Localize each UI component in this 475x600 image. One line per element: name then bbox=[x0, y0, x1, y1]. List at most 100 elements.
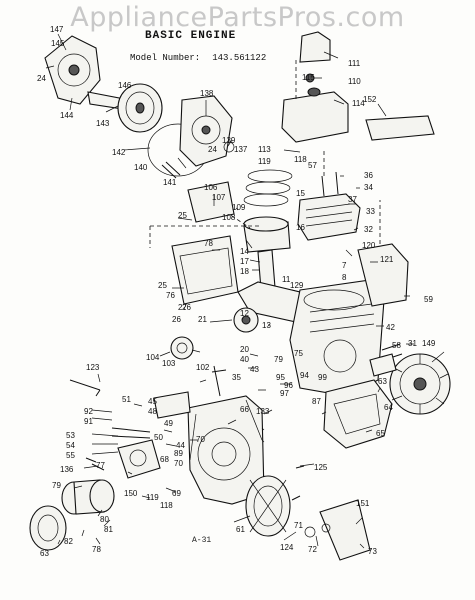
callout: 149 bbox=[422, 339, 436, 348]
callout: 66 bbox=[240, 405, 249, 414]
callout: 55 bbox=[66, 451, 75, 460]
callout: 108 bbox=[222, 213, 236, 222]
blower-housing bbox=[187, 395, 265, 505]
callout: 8 bbox=[342, 273, 347, 282]
callout: 97 bbox=[280, 389, 289, 398]
callout: 40 bbox=[240, 355, 249, 364]
callout: 121 bbox=[380, 255, 394, 264]
watermark: AppliancePartsPros.com bbox=[70, 2, 405, 33]
callout: 145 bbox=[51, 39, 65, 48]
callout: 57 bbox=[308, 161, 317, 170]
callout: 63 bbox=[378, 377, 387, 386]
callout: 77 bbox=[96, 461, 105, 470]
callout: 58 bbox=[392, 341, 401, 350]
callout: 146 bbox=[118, 81, 132, 90]
callout: 18 bbox=[240, 267, 249, 276]
fuel-tank-assembly bbox=[281, 31, 435, 143]
callout: 35 bbox=[232, 373, 241, 382]
callout: 26 bbox=[182, 303, 191, 312]
callout: 139 bbox=[222, 136, 236, 145]
callout: 59 bbox=[424, 295, 433, 304]
callout: 124 bbox=[280, 543, 294, 552]
callout: 141 bbox=[163, 178, 177, 187]
callout: 20 bbox=[240, 345, 249, 354]
callout: 72 bbox=[308, 545, 317, 554]
callout: 133 bbox=[256, 407, 270, 416]
callout: 125 bbox=[314, 463, 328, 472]
callout: 118 bbox=[294, 155, 307, 164]
callout: 115 bbox=[302, 73, 315, 82]
callout: 25 bbox=[178, 211, 187, 220]
callout: 103 bbox=[162, 359, 176, 368]
callout: 120 bbox=[362, 241, 376, 250]
callout: 119 bbox=[258, 157, 271, 166]
callout: 48 bbox=[148, 407, 157, 416]
callout: 13 bbox=[262, 321, 271, 330]
callout: 107 bbox=[212, 193, 226, 202]
callout: 63 bbox=[40, 549, 49, 558]
callout: 78 bbox=[204, 239, 213, 248]
callout: 75 bbox=[294, 349, 303, 358]
callout: 68 bbox=[160, 455, 169, 464]
callout: 109 bbox=[232, 203, 246, 212]
callout: 69 bbox=[172, 489, 181, 498]
callout: 113 bbox=[258, 145, 271, 154]
callout: 102 bbox=[196, 363, 210, 372]
callout: 17 bbox=[240, 257, 249, 266]
callout: 89 bbox=[174, 449, 183, 458]
callout: 114 bbox=[352, 99, 365, 108]
callout: 91 bbox=[84, 417, 93, 426]
callout: 36 bbox=[364, 171, 373, 180]
model-label: Model Number: bbox=[130, 53, 201, 63]
callout: 26 bbox=[172, 315, 181, 324]
callout: 64 bbox=[384, 403, 393, 412]
callout: 15 bbox=[296, 189, 305, 198]
cylinder-head bbox=[297, 150, 361, 241]
callout: 106 bbox=[204, 183, 218, 192]
callout: 138 bbox=[200, 89, 214, 98]
flywheel bbox=[369, 353, 451, 415]
callout: 94 bbox=[300, 371, 309, 380]
callout: 78 bbox=[92, 545, 101, 554]
callout: 76 bbox=[166, 291, 175, 300]
callout: 142 bbox=[112, 148, 126, 157]
callout: 65 bbox=[376, 429, 385, 438]
callout: 87 bbox=[312, 397, 321, 406]
callout: 27 bbox=[178, 303, 187, 312]
callout: 137 bbox=[234, 145, 248, 154]
callout: 51 bbox=[122, 395, 131, 404]
page-code: A-31 bbox=[192, 536, 212, 545]
callout: 70 bbox=[196, 435, 205, 444]
callout: 34 bbox=[364, 183, 373, 192]
callout: 25 bbox=[158, 281, 167, 290]
callout: 14 bbox=[240, 247, 249, 256]
callout: 42 bbox=[386, 323, 395, 332]
callout: 73 bbox=[368, 547, 377, 556]
callout: 119 bbox=[146, 493, 159, 502]
callout: 151 bbox=[356, 499, 370, 508]
callout: 31 bbox=[408, 339, 417, 348]
callout: 110 bbox=[348, 77, 361, 86]
callout: 129 bbox=[290, 281, 304, 290]
callout: 150 bbox=[124, 489, 138, 498]
callout: 11 bbox=[282, 275, 291, 284]
callout: 71 bbox=[294, 521, 303, 530]
callout: 24 bbox=[37, 74, 46, 83]
callout: 123 bbox=[86, 363, 100, 372]
callout: 44 bbox=[176, 441, 185, 450]
callout: 16 bbox=[296, 223, 305, 232]
callout: 118 bbox=[160, 501, 173, 510]
callout: 70 bbox=[174, 459, 183, 468]
leader-lines bbox=[45, 33, 445, 549]
callout: 24 bbox=[208, 145, 217, 154]
callout: 99 bbox=[318, 373, 327, 382]
callout: 81 bbox=[104, 525, 113, 534]
engine-block bbox=[289, 200, 409, 397]
callout: 140 bbox=[134, 163, 148, 172]
callout: 104 bbox=[146, 353, 160, 362]
callout: 45 bbox=[148, 397, 157, 406]
callout: 143 bbox=[96, 119, 110, 128]
callout-labels: 147 145 146 24 144 143 138 142 139 137 1… bbox=[37, 25, 436, 558]
